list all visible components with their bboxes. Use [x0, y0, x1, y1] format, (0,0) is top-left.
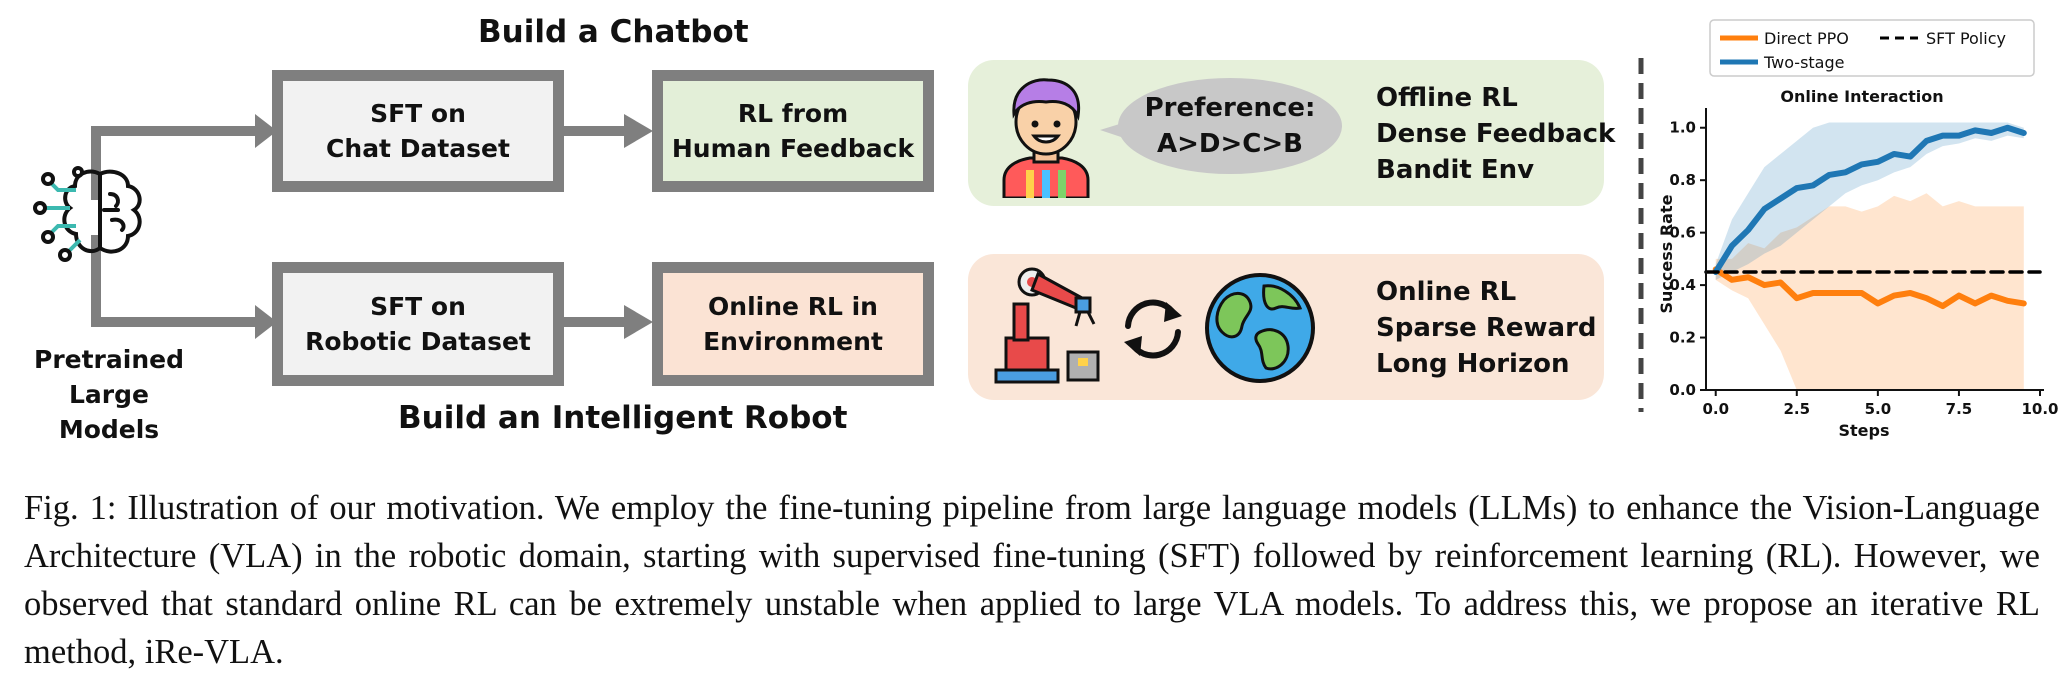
online-rl-env-label: Online RL in Environment	[703, 292, 883, 356]
y-tick-label: 0.8	[1669, 171, 1696, 189]
pretrained-label-text: Pretrained Large Models	[34, 345, 184, 444]
arrowhead-rlhf	[624, 114, 653, 148]
bubble-preference: Preference:	[1144, 93, 1316, 123]
legend-label-two-stage: Two-stage	[1763, 53, 1844, 72]
sft-chat-label: SFT on Chat Dataset	[326, 99, 510, 163]
rlhf-label: RL from Human Feedback	[671, 99, 915, 163]
x-tick-label: 7.5	[1946, 400, 1973, 418]
y-tick-label: 0.4	[1669, 276, 1696, 294]
y-tick-label: 1.0	[1669, 119, 1696, 137]
arrowhead-env	[624, 305, 653, 339]
x-tick-label: 0.0	[1702, 400, 1729, 418]
pretrained-label: Pretrained Large Models	[24, 342, 194, 447]
person-icon	[1002, 78, 1090, 198]
band-direct-ppo	[1715, 193, 2024, 390]
robot-panel-line1: Online RL	[1376, 277, 1517, 307]
connector-to-chat-sft	[91, 126, 262, 200]
online-rl-env-box: Online RL in Environment	[652, 262, 934, 386]
legend-label-sft-policy: SFT Policy	[1926, 29, 2006, 48]
band-two-stage	[1715, 122, 2024, 280]
robot-arm-icon	[994, 267, 1100, 384]
chat-panel-line1: Offline RL	[1376, 83, 1518, 113]
chat-panel-line3: Bandit Env	[1376, 155, 1535, 185]
speech-bubble	[1100, 78, 1342, 174]
y-tick-label: 0.2	[1669, 329, 1696, 347]
bubble-ranking: A>D>C>B	[1157, 129, 1303, 159]
x-tick-label: 5.0	[1865, 400, 1892, 418]
robot-panel-line3: Long Horizon	[1376, 349, 1570, 379]
legend-label-direct-ppo: Direct PPO	[1764, 29, 1849, 48]
rlhf-box: RL from Human Feedback	[652, 70, 934, 192]
success-rate-chart: Direct PPO SFT Policy Two-stage Online I…	[1657, 19, 2059, 440]
arrowhead-robot-sft	[255, 305, 277, 339]
brain-icon	[33, 166, 142, 262]
refresh-cycle-icon	[1124, 299, 1182, 359]
series-line-direct-ppo	[1712, 266, 2027, 310]
earth-globe-icon	[1205, 273, 1315, 383]
chart-ylabel: Success Rate	[1657, 194, 1676, 313]
y-tick-label: 0.6	[1669, 224, 1696, 242]
robot-title: Build an Intelligent Robot	[398, 400, 848, 436]
connector-to-robot-sft	[91, 235, 262, 327]
vertical-separator	[1638, 58, 1644, 412]
chatbot-title: Build a Chatbot	[478, 14, 749, 50]
sft-robot-label: SFT on Robotic Dataset	[305, 292, 531, 356]
chart-title: Online Interaction	[1780, 87, 1943, 106]
sft-robot-box: SFT on Robotic Dataset	[272, 262, 564, 386]
legend-box	[1709, 19, 2035, 77]
figure-caption: Fig. 1: Illustration of our motivation. …	[24, 489, 2040, 671]
sft-chat-box: SFT on Chat Dataset	[272, 70, 564, 192]
x-tick-label: 10.0	[2021, 400, 2058, 418]
y-tick-label: 0.0	[1669, 381, 1696, 399]
chat-panel-line2: Dense Feedback	[1376, 119, 1616, 149]
chart-xlabel: Steps	[1839, 421, 1890, 440]
x-tick-label: 2.5	[1784, 400, 1811, 418]
plot-layer: 0.0 0.2 0.4 0.6 0.8 1.0 0.0 2.5 5.0 7.5 10.0	[1669, 108, 2059, 418]
series-line-two-stage	[1712, 124, 2027, 275]
robot-panel-line2: Sparse Reward	[1376, 313, 1597, 343]
flow-connectors	[91, 114, 653, 339]
arrowhead-chat-sft	[255, 114, 277, 148]
